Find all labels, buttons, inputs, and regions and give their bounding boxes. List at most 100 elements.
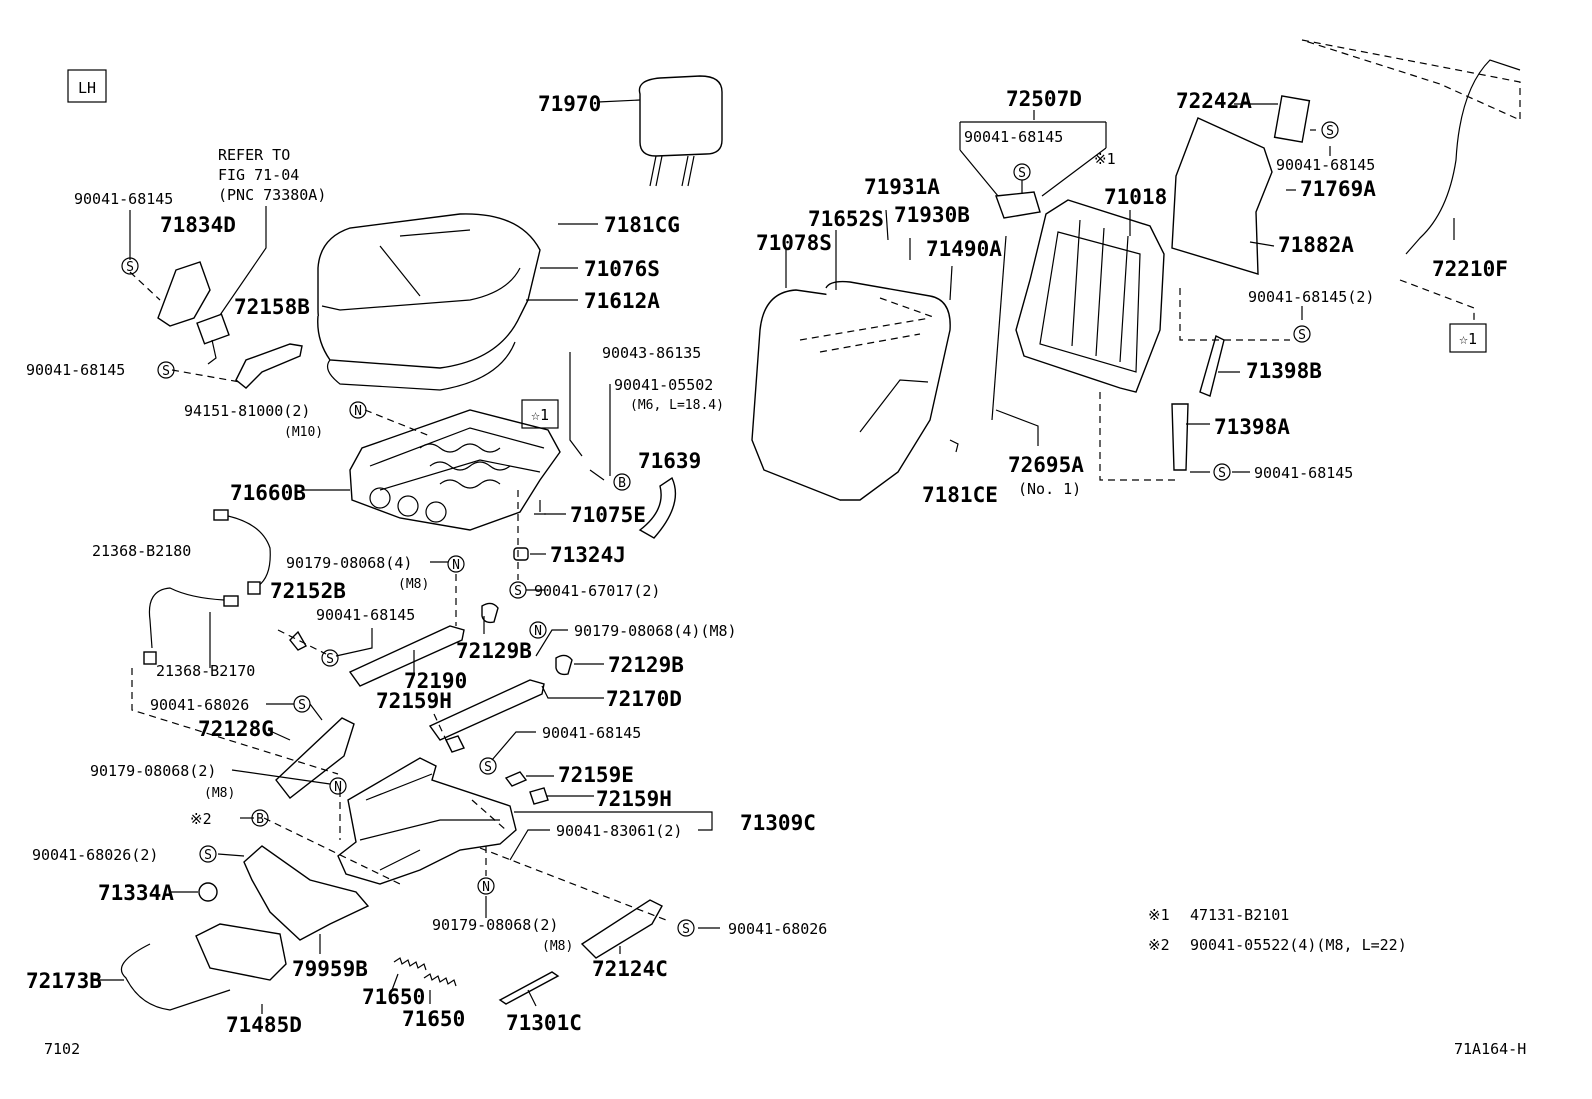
note1-text: 47131-B2101 <box>1190 906 1289 924</box>
note2-mark: ※2 <box>1148 936 1170 954</box>
label-72173b: 72173B <box>26 969 102 993</box>
svg-text:S: S <box>514 584 522 599</box>
label-71639: 71639 <box>638 449 701 473</box>
label-90041-68145-b: 90041-68145 <box>26 361 125 379</box>
label-90041-83061: 90041-83061(2) <box>556 822 682 840</box>
symbol-n: N <box>329 777 347 795</box>
label-71076s: 71076S <box>584 257 660 281</box>
label-72128g: 72128G <box>198 717 274 741</box>
note1-mark: ※1 <box>1148 906 1170 924</box>
svg-text:S: S <box>162 364 170 379</box>
star-ref-box-b: ☆1 <box>1449 323 1487 353</box>
label-90179-c: 90179-08068(2) <box>90 762 216 780</box>
label-note1-ref: ※1 <box>1094 150 1116 168</box>
label-90041-68145-a: 90041-68145 <box>74 190 173 208</box>
label-72210f: 72210F <box>1432 257 1508 281</box>
star-ref-box: ☆1 <box>521 399 559 429</box>
label-71650-a: 71650 <box>362 985 425 1009</box>
label-72124c: 72124C <box>592 957 668 981</box>
headrest-part <box>638 75 723 187</box>
bracket-72152b-part <box>289 630 307 651</box>
leader-lines <box>98 39 1521 1014</box>
stay-71398b-part <box>1199 334 1225 397</box>
spring-71650-a-part <box>393 957 427 971</box>
label-71398a: 71398A <box>1214 415 1290 439</box>
note2-text: 90041-05522(4)(M8, L=22) <box>1190 936 1407 954</box>
label-71078s: 71078S <box>756 231 832 255</box>
spring-71650-b-part <box>423 973 457 987</box>
label-71490a: 71490A <box>926 237 1002 261</box>
svg-text:N: N <box>534 624 542 639</box>
wire-harness-part <box>143 509 271 665</box>
svg-text:S: S <box>682 922 690 937</box>
symbol-s: S <box>293 695 311 713</box>
refer-line-2: FIG 71-04 <box>218 166 299 184</box>
cover-72158b-part <box>235 343 303 389</box>
label-90041-68026-b: 90041-68026(2) <box>32 846 158 864</box>
symbol-s: S <box>199 845 217 863</box>
label-71485d: 71485D <box>226 1013 302 1037</box>
symbol-s: S <box>509 581 527 599</box>
label-90041-68145-f: 90041-68145 <box>1276 156 1375 174</box>
label-90041-68026-c: 90041-68026 <box>728 920 827 938</box>
svg-text:B: B <box>618 476 626 491</box>
seat-frame-part <box>349 409 561 531</box>
svg-text:S: S <box>126 260 134 275</box>
label-71309c: 71309C <box>740 811 816 835</box>
label-90041-68145-g: 90041-68145(2) <box>1248 288 1374 306</box>
svg-text:B: B <box>256 812 264 827</box>
label-21368-b2170: 21368-B2170 <box>156 662 255 680</box>
symbol-s: S <box>1013 163 1031 181</box>
label-72159h-a: 72159H <box>376 689 452 713</box>
label-71931a: 71931A <box>864 175 940 199</box>
label-71652s: 71652S <box>808 207 884 231</box>
label-72152b: 72152B <box>270 579 346 603</box>
symbol-s: S <box>1293 325 1311 343</box>
label-90041-68145-d: 90041-68145 <box>542 724 641 742</box>
part-labels: 71970 7181CG 71076S 71612A 90041-68145 7… <box>26 87 1508 1037</box>
bracket-72507d-part <box>995 191 1041 219</box>
symbol-n: N <box>349 401 367 419</box>
label-90041-67017: 90041-67017(2) <box>534 582 660 600</box>
symbol-circles: S S N B N S N S S S N B S N S S S S S <box>121 121 1339 937</box>
label-79959b: 79959B <box>292 957 368 981</box>
label-72159h-b: 72159H <box>596 787 672 811</box>
lever-71639-part <box>638 476 677 539</box>
label-71769a: 71769A <box>1300 177 1376 201</box>
seatback-part <box>751 280 951 501</box>
part-72159h-shape <box>529 787 549 805</box>
board-71882a-part <box>1171 117 1273 275</box>
label-m8-a: (M8) <box>398 577 429 592</box>
label-21368-b2180: 21368-B2180 <box>92 542 191 560</box>
cover-72128g-part <box>275 717 355 799</box>
clip-72129b-b-part <box>555 654 573 676</box>
wire-72173b-part <box>120 943 231 1011</box>
label-94151: 94151-81000(2) <box>184 402 310 420</box>
drawing-id: 71A164-H <box>1454 1040 1526 1058</box>
svg-text:N: N <box>354 404 362 419</box>
label-90179-d: 90179-08068(2) <box>432 916 558 934</box>
label-71930b: 71930B <box>894 203 970 227</box>
seatback-frame-part <box>1015 199 1165 393</box>
svg-text:S: S <box>1218 466 1226 481</box>
cable-72210f-part <box>1405 59 1521 255</box>
label-72170d: 72170D <box>606 687 682 711</box>
part-72159h-a-shape <box>445 735 465 753</box>
label-72507d: 72507D <box>1006 87 1082 111</box>
label-72242a: 72242A <box>1176 89 1252 113</box>
symbol-s: S <box>321 649 339 667</box>
label-71398b: 71398B <box>1246 359 1322 383</box>
track-72190-part <box>348 625 465 687</box>
label-72159e: 72159E <box>558 763 634 787</box>
label-90041-68026-a: 90041-68026 <box>150 696 249 714</box>
star-ref-text-b: ☆1 <box>1459 330 1477 348</box>
label-90041-68145-e: 90041-68145 <box>964 128 1063 146</box>
svg-text:N: N <box>334 780 342 795</box>
label-m8-c: (M8) <box>204 786 235 801</box>
label-90041-68145-h: 90041-68145 <box>1254 464 1353 482</box>
label-90179-b: 90179-08068(4)(M8) <box>574 622 737 640</box>
symbol-s: S <box>677 919 695 937</box>
label-72129b-a: 72129B <box>456 639 532 663</box>
clip-72129b-a-part <box>481 602 499 624</box>
